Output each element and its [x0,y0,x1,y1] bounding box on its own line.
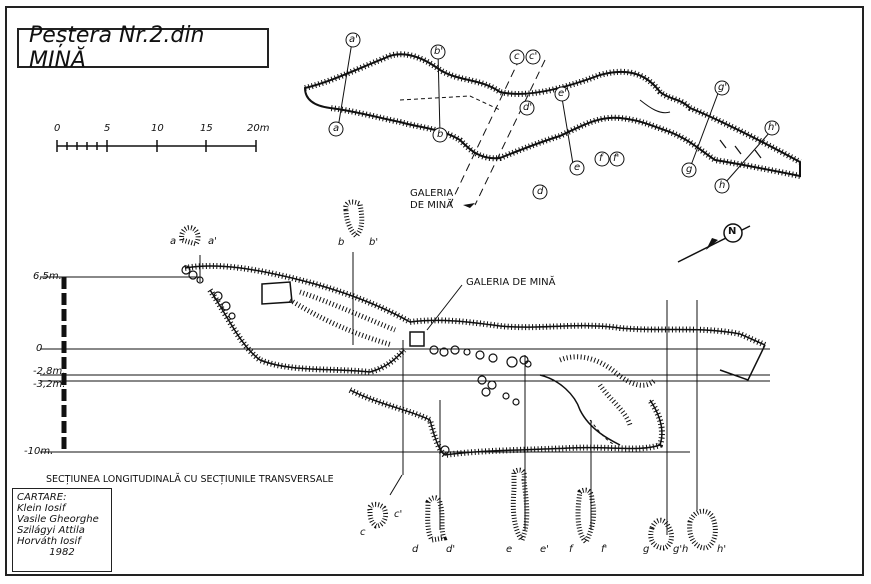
title-box: Peștera Nr.2.din MINĂ [17,23,269,73]
plan-label-e-prime: e' [558,88,567,99]
plan-label-d-prime: d' [523,102,533,113]
scale-tick-0: 0 [54,123,61,134]
section-label-g: g [643,544,650,555]
map-title: Peștera Nr.2.din MINĂ [29,23,205,73]
plan-outer-wall [303,53,801,178]
plan-label-d: d [537,186,544,197]
plan-label-h: h [719,180,726,191]
section-label-c: c [360,527,366,538]
plan-label-c-prime: c' [529,51,538,62]
scale-tick-5: 5 [104,123,111,134]
cross-section-d [425,495,448,543]
section-label-b-prime: b' [369,237,379,248]
credits-author-2: Vasile Gheorghe [17,514,99,525]
plan-label-b: b [437,129,444,140]
cross-section-g [648,517,674,551]
plan-label-g: g [686,164,693,175]
section-label-h-prime: h' [717,544,727,555]
longitudinal-section [40,252,770,535]
north-symbol: N [728,226,737,237]
section-label-d: d [412,544,419,555]
cross-section-a [179,225,201,247]
scale-bar [56,140,257,152]
plan-label-h-prime: h' [768,122,778,133]
credits-author-4: Horváth Iosif [17,536,81,547]
section-label-b: b [338,237,345,248]
section-label-f-prime: f' [601,544,608,555]
plan-label-b-prime: b' [434,46,444,57]
plan-label-g-prime: g' [718,82,728,93]
depth-label-minus-10: -10m. [24,446,54,457]
cross-section-h [687,508,718,551]
depth-label-0: 0 [36,343,43,354]
plan-label-a-prime: a' [349,34,358,45]
plan-label-a: a [333,123,340,134]
section-label-e-prime: e' [540,544,549,555]
section-label-d-prime: d' [446,544,456,555]
plan-label-e: e [574,162,581,173]
credits-box: CARTARE: Klein Iosif Vasile Gheorghe Szi… [12,488,112,572]
section-label-f: f [569,544,573,555]
section-title: SECȚIUNEA LONGITUDINALĂ CU SECȚIUNILE TR… [46,474,334,485]
cross-section-b [343,199,365,240]
mine-gallery-plan-label-line2: DE MINĂ [410,200,454,211]
credits-heading: CARTARE: [17,492,67,503]
map-frame [5,6,864,576]
scale-tick-10: 10 [151,123,164,134]
cross-sections [179,199,718,551]
section-label-a: a [170,236,177,247]
mine-gallery-plan-label-line1: GALERIA [410,188,454,199]
cave-plan [303,32,802,208]
plan-label-c: c [514,51,520,62]
scale-tick-15: 15 [200,123,213,134]
depth-label-minus-2-8: -2,8m. [33,366,66,377]
mine-gallery-section-label: GALERIA DE MINĂ [466,277,556,288]
scale-tick-20: 20m [247,123,270,134]
north-arrow [677,223,751,263]
section-label-g-prime: g' [673,544,683,555]
section-label-c-prime: c' [394,509,403,520]
section-label-a-prime: a' [208,236,217,247]
section-label-e: e [506,544,513,555]
section-label-h: h [682,544,689,555]
depth-label-minus-3-2: -3,2m. [33,379,66,390]
plan-label-f: f [599,153,603,164]
plan-label-f-prime: f' [613,153,620,164]
depth-label-6-5: 6,5m. [33,271,62,282]
credits-author-3: Szilágyi Attila [17,525,85,536]
credits-author-1: Klein Iosif [17,503,66,514]
cross-section-c [367,501,389,529]
credits-year: 1982 [49,547,75,558]
